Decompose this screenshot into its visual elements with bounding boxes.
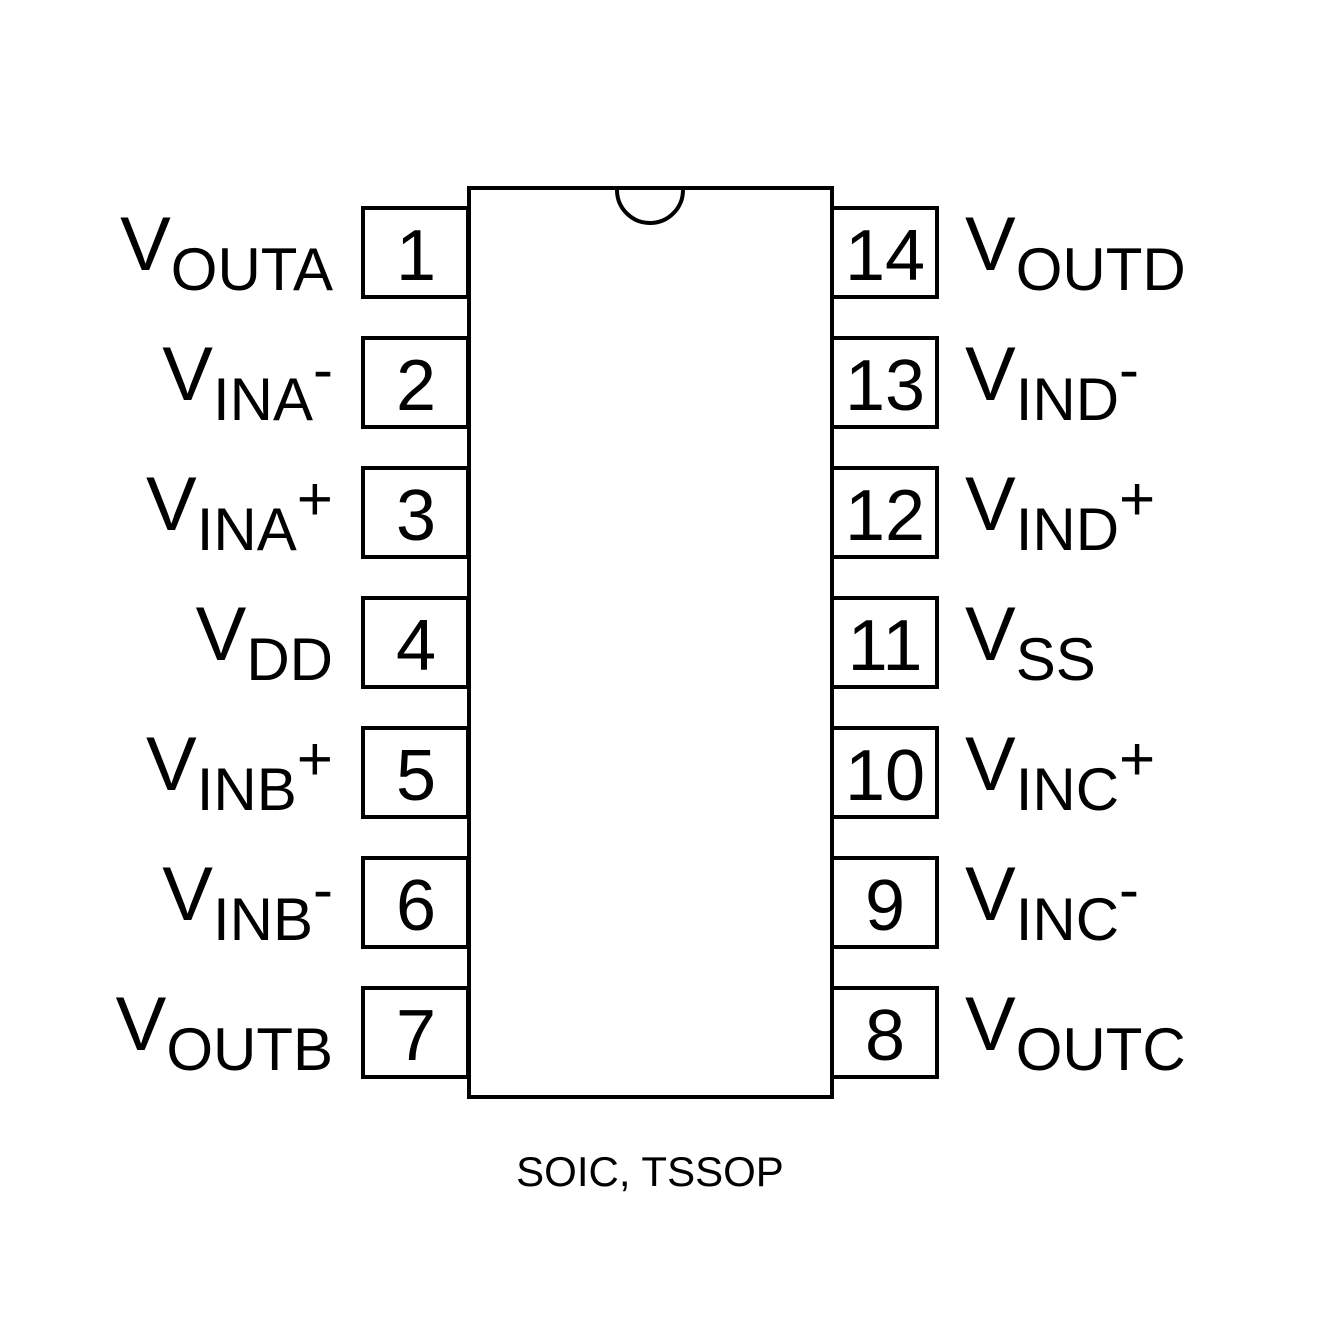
pin-label-subscript: SS bbox=[1016, 626, 1096, 693]
pin-label-main: V bbox=[965, 592, 1016, 677]
pin-label-polarity: + bbox=[1119, 725, 1155, 794]
pin-label: VDD bbox=[196, 592, 333, 693]
pin-label-subscript: OUTA bbox=[171, 236, 333, 303]
pin-5: 5 VINB+ bbox=[146, 722, 470, 823]
pin-label: VINC- bbox=[965, 852, 1139, 953]
pin-label-subscript: INC bbox=[1016, 886, 1119, 953]
pin-number: 14 bbox=[845, 216, 925, 296]
package-label: SOIC, TSSOP bbox=[516, 1148, 784, 1195]
pin-number: 5 bbox=[396, 736, 436, 816]
pin-label-polarity: - bbox=[1119, 336, 1139, 403]
chip-body bbox=[467, 186, 834, 1099]
pin-number: 3 bbox=[396, 476, 436, 556]
pin-number: 13 bbox=[845, 346, 925, 426]
pin-label: VOUTC bbox=[965, 982, 1186, 1083]
pin-label: VSS bbox=[965, 592, 1096, 693]
pin-box bbox=[830, 596, 939, 689]
pin-number: 8 bbox=[865, 996, 905, 1076]
pin-label-polarity: + bbox=[297, 725, 333, 794]
pin-label-subscript: IND bbox=[1016, 496, 1119, 563]
pin-label: VIND- bbox=[965, 332, 1139, 433]
pin-number: 2 bbox=[396, 346, 436, 426]
pin-1: 1 VOUTA bbox=[120, 202, 470, 303]
pin-label: VOUTA bbox=[120, 202, 333, 303]
pin-label-main: V bbox=[162, 852, 213, 937]
pin-number: 7 bbox=[396, 996, 436, 1076]
pin-3: 3 VINA+ bbox=[146, 462, 470, 563]
pin-label-subscript: INB bbox=[213, 886, 313, 953]
pin-number: 10 bbox=[845, 736, 925, 816]
pin-box bbox=[361, 986, 470, 1079]
pin-box bbox=[830, 856, 939, 949]
pin-box bbox=[830, 336, 939, 429]
pin-label-main: V bbox=[965, 462, 1016, 547]
pin-label: VINC+ bbox=[965, 722, 1155, 823]
pin-label: VOUTD bbox=[965, 202, 1186, 303]
pin-label-main: V bbox=[146, 722, 197, 807]
pin-box bbox=[361, 596, 470, 689]
pin-label-main: V bbox=[965, 982, 1016, 1067]
pin-4: 4 VDD bbox=[196, 592, 470, 693]
pin-box bbox=[361, 466, 470, 559]
pin-box bbox=[361, 726, 470, 819]
pin-number: 12 bbox=[845, 476, 925, 556]
pin-label-main: V bbox=[162, 332, 213, 417]
pin-label: VINA+ bbox=[146, 462, 333, 563]
pin-box bbox=[830, 466, 939, 559]
pin-label-polarity: - bbox=[313, 856, 333, 923]
pin-number: 9 bbox=[865, 866, 905, 946]
pin-6: 6 VINB- bbox=[162, 852, 470, 953]
pin-number: 1 bbox=[396, 216, 436, 296]
pin-label-main: V bbox=[965, 722, 1016, 807]
pin-label-main: V bbox=[120, 202, 171, 287]
pin-label-polarity: - bbox=[1119, 856, 1139, 923]
pin-number: 6 bbox=[396, 866, 436, 946]
pin-label: VOUTB bbox=[116, 982, 333, 1083]
pin-label-subscript: INB bbox=[197, 756, 297, 823]
pin-label-subscript: DD bbox=[246, 626, 333, 693]
pin-label-main: V bbox=[965, 332, 1016, 417]
pin-box bbox=[361, 336, 470, 429]
pin-label: VINA- bbox=[162, 332, 333, 433]
pin-box bbox=[830, 206, 939, 299]
pin-label-polarity: - bbox=[313, 336, 333, 403]
pin-box bbox=[830, 726, 939, 819]
pin-label-subscript: IND bbox=[1016, 366, 1119, 433]
pin1-notch bbox=[615, 189, 685, 225]
pin-label: VINB- bbox=[162, 852, 333, 953]
pin-2: 2 VINA- bbox=[162, 332, 470, 433]
pin-box bbox=[830, 986, 939, 1079]
pin-label-subscript: INA bbox=[197, 496, 297, 563]
pin-label-subscript: OUTB bbox=[166, 1016, 333, 1083]
pin-14: 14 VOUTD bbox=[830, 202, 1186, 303]
pin-7: 7 VOUTB bbox=[116, 982, 470, 1083]
pin-11: 11 VSS bbox=[830, 592, 1096, 693]
pin-number: 11 bbox=[848, 606, 923, 686]
pin-box bbox=[361, 206, 470, 299]
pin-label-polarity: + bbox=[297, 465, 333, 534]
pin-label-main: V bbox=[965, 202, 1016, 287]
pin-label-main: V bbox=[196, 592, 247, 677]
pin-label-subscript: INC bbox=[1016, 756, 1119, 823]
pin-12: 12 VIND+ bbox=[830, 462, 1155, 563]
pin-13: 13 VIND- bbox=[830, 332, 1139, 433]
pin-label-polarity: + bbox=[1119, 465, 1155, 534]
pin-label-main: V bbox=[146, 462, 197, 547]
pin-label-main: V bbox=[965, 852, 1016, 937]
pin-label-main: V bbox=[116, 982, 167, 1067]
pin-label-subscript: OUTD bbox=[1016, 236, 1186, 303]
pin-label: VIND+ bbox=[965, 462, 1155, 563]
pin-box bbox=[361, 856, 470, 949]
pin-label-subscript: INA bbox=[213, 366, 313, 433]
pin-10: 10 VINC+ bbox=[830, 722, 1155, 823]
pin-number: 4 bbox=[396, 606, 436, 686]
pin-label: VINB+ bbox=[146, 722, 333, 823]
pin-label-subscript: OUTC bbox=[1016, 1016, 1186, 1083]
pins-group: 1VOUTA2VINA-3VINA+4VDD5VINB+6VINB-7VOUTB… bbox=[116, 202, 1186, 1083]
